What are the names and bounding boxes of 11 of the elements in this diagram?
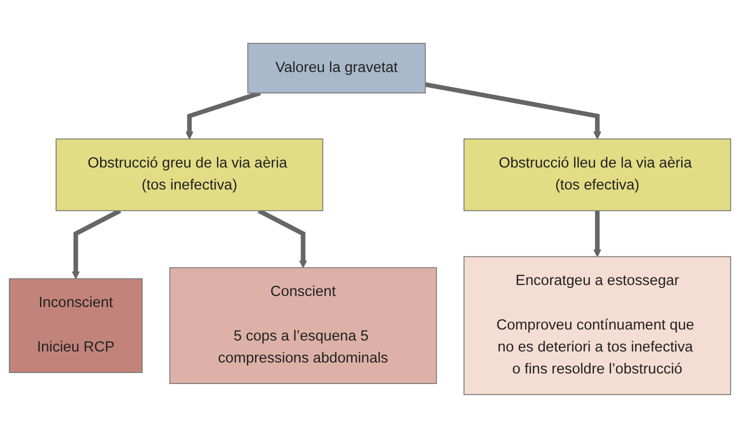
arrow (72, 208, 122, 280)
node-box: Obstrucció greu de la via aèria (tos inefectiva) (56, 138, 324, 212)
arrow (593, 210, 602, 258)
node-box: Valoreu la gravetat (247, 42, 426, 94)
arrow (258, 208, 308, 268)
node-box: Conscient 5 cops a l’esquena 5 compressions abdominals (169, 267, 437, 384)
arrow (185, 90, 261, 140)
arrow (424, 82, 602, 140)
node-box: Obstrucció lleu de la via aèria (tos efectiva) (464, 138, 732, 212)
node-box: Inconscient Inicieu RCP (8, 278, 143, 373)
node-box: Encoratgeu a estossegar Comproveu contínuament que no es deteriori a tos inefectiva o fins resoldre l’obstrucció (464, 256, 732, 396)
